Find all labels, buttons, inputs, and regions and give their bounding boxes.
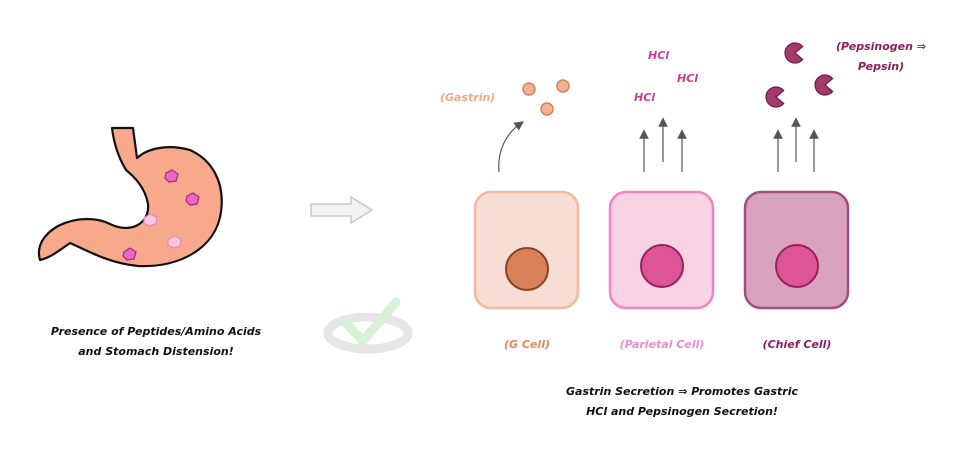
peptide-marker bbox=[185, 192, 200, 206]
pepsin-molecule bbox=[814, 74, 834, 96]
secretion-caption-line2: HCl and Pepsinogen Secretion! bbox=[586, 405, 778, 418]
checkmark-icon bbox=[340, 297, 401, 346]
pepsin-molecule bbox=[765, 86, 785, 108]
hcl-label: HCl bbox=[648, 49, 670, 62]
peptide-marker bbox=[167, 235, 182, 249]
peptide-marker bbox=[164, 169, 179, 183]
chief-cell-nucleus bbox=[775, 244, 819, 288]
stomach-illustration bbox=[37, 126, 223, 268]
parietal-cell-label: (Parietal Cell) bbox=[619, 338, 705, 351]
gastrin-droplet bbox=[522, 82, 536, 96]
checkmark-ring bbox=[323, 312, 413, 354]
parietal-cell-nucleus bbox=[640, 244, 684, 288]
stimulus-caption-line1: Presence of Peptides/Amino Acids bbox=[50, 325, 262, 338]
hcl-label: HCl bbox=[634, 91, 656, 104]
pepsin-molecule bbox=[784, 42, 804, 64]
pepsinogen-label: (Pepsinogen ⇒ Pepsin) bbox=[826, 37, 936, 77]
g-cell-nucleus bbox=[505, 247, 549, 291]
faded-checkmark bbox=[323, 297, 413, 354]
gastrin-label: (Gastrin) bbox=[440, 91, 496, 104]
hcl-label: HCl bbox=[677, 72, 699, 85]
gastrin-droplet bbox=[540, 102, 554, 116]
secretion-caption: Gastrin Secretion ⇒ Promotes Gastric HCl… bbox=[532, 382, 832, 422]
pepsinogen-label-line1: (Pepsinogen ⇒ bbox=[835, 40, 927, 53]
gastrin-arrow bbox=[498, 121, 524, 173]
pepsinogen-label-line2: Pepsin) bbox=[857, 60, 905, 73]
parietal-cell bbox=[608, 190, 715, 310]
gastrin-droplet bbox=[556, 79, 570, 93]
chief-cell-label: (Chief Cell) bbox=[762, 338, 832, 351]
chief-cell bbox=[743, 190, 850, 310]
transition-arrow bbox=[310, 196, 373, 224]
stomach-body bbox=[37, 126, 223, 268]
peptide-marker bbox=[122, 247, 137, 261]
stimulus-caption-line2: and Stomach Distension! bbox=[78, 345, 234, 358]
stimulus-caption: Presence of Peptides/Amino Acids and Sto… bbox=[20, 322, 292, 362]
g-cell bbox=[473, 190, 580, 310]
g-cell-label: (G Cell) bbox=[504, 338, 550, 351]
peptide-marker bbox=[143, 213, 158, 227]
secretion-caption-line1: Gastrin Secretion ⇒ Promotes Gastric bbox=[566, 385, 798, 398]
